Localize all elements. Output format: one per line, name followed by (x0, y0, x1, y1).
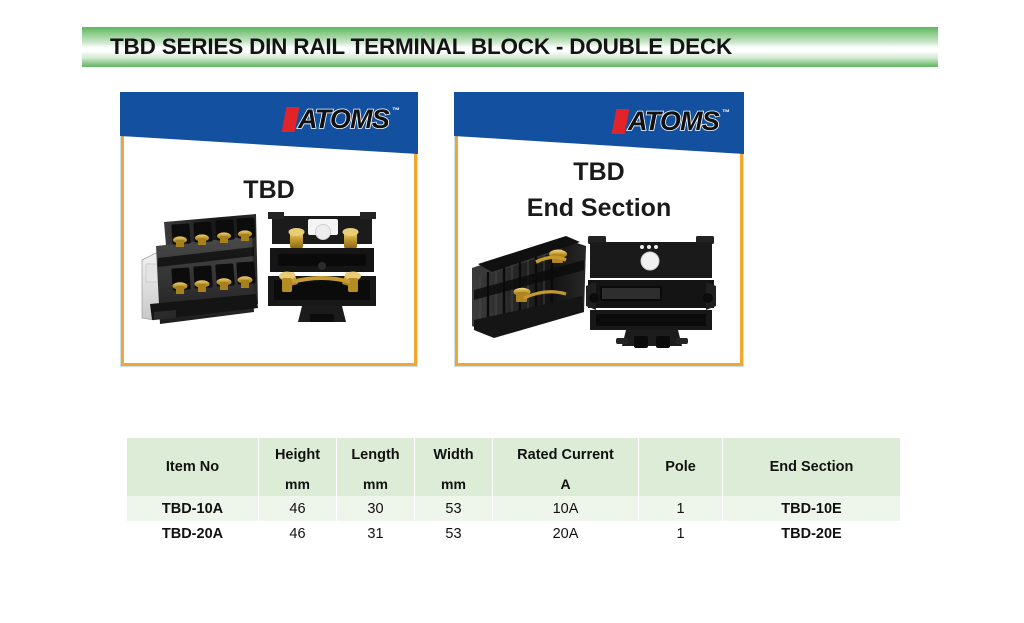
cell-height: 46 (258, 496, 337, 521)
th-width: Width (414, 438, 493, 472)
cell-end-section: TBD-20E (722, 521, 901, 546)
product-panel-tbd: ATOMS ™ TBD (120, 92, 418, 367)
cell-width: 53 (414, 521, 493, 546)
panel-caption-line-2: End Section (526, 194, 672, 222)
atoms-logo-wordmark: ATOMS (627, 106, 720, 136)
page-title: TBD SERIES DIN RAIL TERMINAL BLOCK - DOU… (110, 34, 733, 59)
cell-length: 30 (336, 496, 415, 521)
th-unit-width: mm (414, 472, 493, 496)
th-rated-current: Rated Current (492, 438, 639, 472)
th-unit-height: mm (258, 472, 337, 496)
cell-item-no: TBD-20A (126, 521, 259, 546)
panel-caption-tbd: TBD (243, 176, 295, 204)
table-body: TBD-10A 46 30 53 10A 1 TBD-10E TBD-20A 4… (126, 496, 901, 546)
product-panel-end-section: ATOMS ™ TBD End Section (454, 92, 744, 367)
panel-caption-end-section: TBD End Section (454, 154, 744, 226)
cell-item-no: TBD-10A (126, 496, 259, 521)
table-row: TBD-20A 46 31 53 20A 1 TBD-20E (126, 521, 901, 546)
panel-blue-header-band (120, 92, 418, 172)
cell-rated-current: 20A (492, 521, 639, 546)
cell-rated-current: 10A (492, 496, 639, 521)
atoms-logo: ATOMS ™ (611, 106, 730, 136)
specification-table-container: Item No Height Length Width Rated Curren… (126, 438, 901, 546)
atoms-logo-red-mark (611, 109, 630, 134)
product-photo-end-section (466, 220, 732, 352)
table-header-row-units: mm mm mm A (127, 472, 901, 496)
product-photo-tbd (136, 200, 404, 345)
th-height: Height (258, 438, 337, 472)
table-header: Item No Height Length Width Rated Curren… (126, 438, 901, 496)
cell-pole: 1 (638, 521, 723, 546)
cell-height: 46 (258, 521, 337, 546)
cell-length: 31 (336, 521, 415, 546)
trademark-icon: ™ (392, 106, 400, 115)
table-header-row-main: Item No Height Length Width Rated Curren… (126, 438, 901, 496)
th-end-section: End Section (722, 438, 901, 496)
atoms-logo-red-mark (281, 107, 300, 132)
table-row: TBD-10A 46 30 53 10A 1 TBD-10E (126, 496, 901, 521)
th-length: Length (336, 438, 415, 472)
cell-pole: 1 (638, 496, 723, 521)
cell-end-section: TBD-10E (722, 496, 901, 521)
page-title-bar: TBD SERIES DIN RAIL TERMINAL BLOCK - DOU… (82, 27, 938, 67)
atoms-logo-wordmark: ATOMS (297, 104, 390, 134)
panel-caption-line-1: TBD (573, 158, 625, 186)
th-item-no: Item No (126, 438, 259, 496)
th-pole: Pole (638, 438, 723, 496)
atoms-logo: ATOMS ™ (281, 104, 400, 134)
th-unit-rated-current: A (492, 472, 639, 496)
cell-width: 53 (414, 496, 493, 521)
panel-blue-header-band (454, 92, 744, 172)
trademark-icon: ™ (722, 108, 730, 117)
th-unit-length: mm (336, 472, 415, 496)
specification-table: Item No Height Length Width Rated Curren… (126, 438, 901, 546)
